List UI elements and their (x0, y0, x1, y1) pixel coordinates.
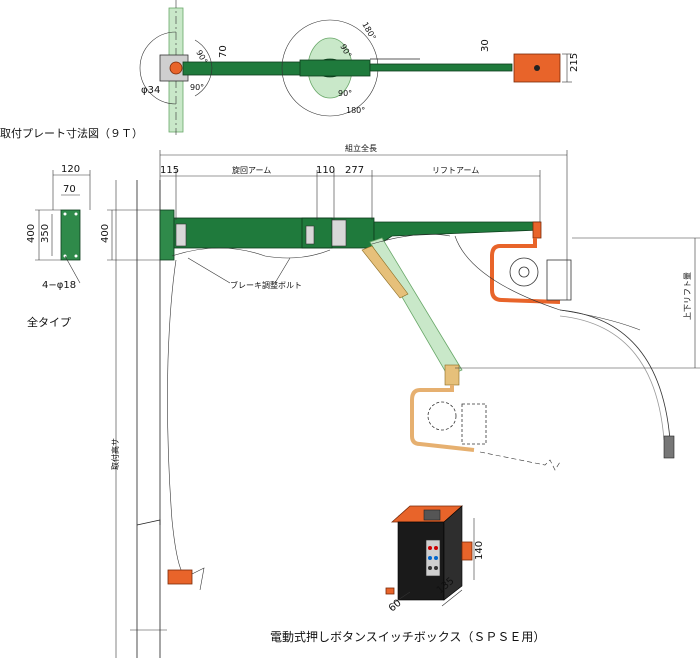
top-angle-90-b: 90° (190, 83, 204, 92)
side-tool-wheel (509, 257, 539, 287)
plate-dim-400: 400 (26, 224, 37, 243)
side-dim-400: 400 (100, 224, 111, 243)
plate-title: 取付プレート寸法図（９Ｔ） (0, 126, 143, 140)
top-angle-180-a: 180° (360, 21, 377, 42)
top-angle-180-b: 180° (346, 106, 365, 115)
plate-dim-120: 120 (61, 164, 80, 175)
side-dim-lift-arm: リフトアーム (432, 166, 479, 175)
side-view: 取付高サ 400 (100, 143, 700, 658)
switch-up-button (428, 556, 432, 560)
side-dim-110: 110 (316, 165, 335, 176)
side-lift-arm-ghost (369, 237, 463, 377)
top-angle-90-d: 90° (338, 89, 352, 98)
plate-dim-70: 70 (63, 184, 76, 195)
switch-box-caption: 電動式押しボタンスイッチボックス（ＳＰＳＥ用） (270, 630, 545, 644)
top-dim-30: 30 (480, 39, 491, 52)
switch-stop-button (428, 546, 432, 550)
plate-dim-holes: 4−φ18 (42, 280, 76, 291)
side-brake-bolt-label: ブレーキ調整ボルト (230, 280, 302, 290)
side-wall-box (167, 569, 193, 585)
top-view: 215 30 70 φ34 90° 90° 90° 90° 180° 180° (139, 0, 580, 135)
side-lift-amount: 上下リフト量 (683, 272, 692, 320)
top-lift-arm (369, 63, 513, 72)
side-pendant-plug (663, 435, 675, 459)
side-mount-height: 取付高サ (110, 438, 120, 470)
side-mount-plate (159, 209, 175, 261)
switch-box: 140 135 60 電動式押しボタンスイッチボックス（ＳＰＳＥ用） (270, 505, 545, 644)
plate-view: 取付プレート寸法図（９Ｔ） 120 70 400 350 4−φ18 全タイプ (0, 126, 143, 329)
plate-body (60, 209, 81, 261)
side-tool-holder-ghost (410, 385, 475, 452)
side-dim-115: 115 (160, 165, 179, 176)
switch-box-side (443, 505, 463, 601)
switch-dim-140: 140 (474, 541, 485, 560)
side-overall-length: 組立全長 (345, 143, 377, 153)
plate-dim-350: 350 (40, 224, 51, 243)
plate-type-label: 全タイプ (27, 315, 71, 329)
top-dim-phi34: φ34 (141, 85, 160, 96)
top-dim-215: 215 (569, 53, 580, 72)
top-pivot-bolt (169, 61, 183, 75)
side-tool-holder (490, 238, 561, 304)
top-dim-70: 70 (218, 45, 229, 58)
side-dim-277: 277 (345, 165, 364, 176)
side-dim-swing-arm: 旋回アーム (232, 165, 271, 175)
